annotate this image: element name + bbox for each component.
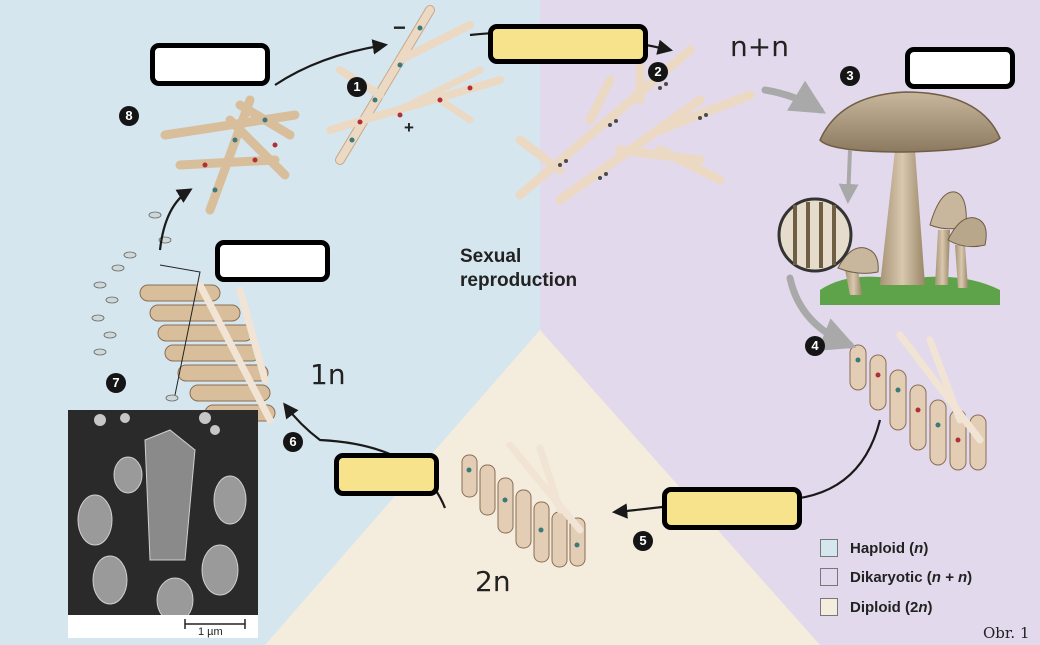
blank-box-step7[interactable] xyxy=(215,240,330,282)
ploidy-label-diploid: 2n xyxy=(475,565,511,598)
scale-bar-label: 1 µm xyxy=(198,626,223,638)
blank-box-step5[interactable] xyxy=(662,487,802,530)
plus-mating-sign: + xyxy=(404,118,414,138)
legend-label-dikaryotic: Dikaryotic (n + n) xyxy=(850,569,972,586)
blank-box-step6[interactable] xyxy=(334,453,439,496)
sem-micrograph xyxy=(68,410,258,638)
legend-item-haploid: Haploid (n) xyxy=(820,539,928,557)
legend-swatch-diploid xyxy=(820,598,838,616)
legend-swatch-haploid xyxy=(820,539,838,557)
blank-box-step8[interactable] xyxy=(150,43,270,86)
blank-box-step3[interactable] xyxy=(905,47,1015,89)
step-2-marker: 2 xyxy=(648,62,668,82)
step-7-marker: 7 xyxy=(106,373,126,393)
legend-item-diploid: Diploid (2n) xyxy=(820,598,933,616)
legend-swatch-dikaryotic xyxy=(820,568,838,586)
step-5-marker: 5 xyxy=(633,531,653,551)
ploidy-label-haploid: 1n xyxy=(310,358,346,391)
figure-label: Obr. 1 xyxy=(983,624,1030,642)
legend-item-dikaryotic: Dikaryotic (n + n) xyxy=(820,568,972,586)
step-3-marker: 3 xyxy=(840,66,860,86)
step-4-marker: 4 xyxy=(805,336,825,356)
center-title-line2: reproduction xyxy=(460,270,577,292)
blank-box-step1-2[interactable] xyxy=(488,24,648,64)
center-title-line1: Sexual xyxy=(460,246,521,268)
step-1-marker: 1 xyxy=(347,77,367,97)
step-8-marker: 8 xyxy=(119,106,139,126)
minus-mating-sign: − xyxy=(393,15,406,41)
legend-label-diploid: Diploid (2n) xyxy=(850,599,933,616)
step-6-marker: 6 xyxy=(283,432,303,452)
ploidy-label-dikaryotic: n+n xyxy=(730,30,789,63)
legend-label-haploid: Haploid (n) xyxy=(850,540,928,557)
